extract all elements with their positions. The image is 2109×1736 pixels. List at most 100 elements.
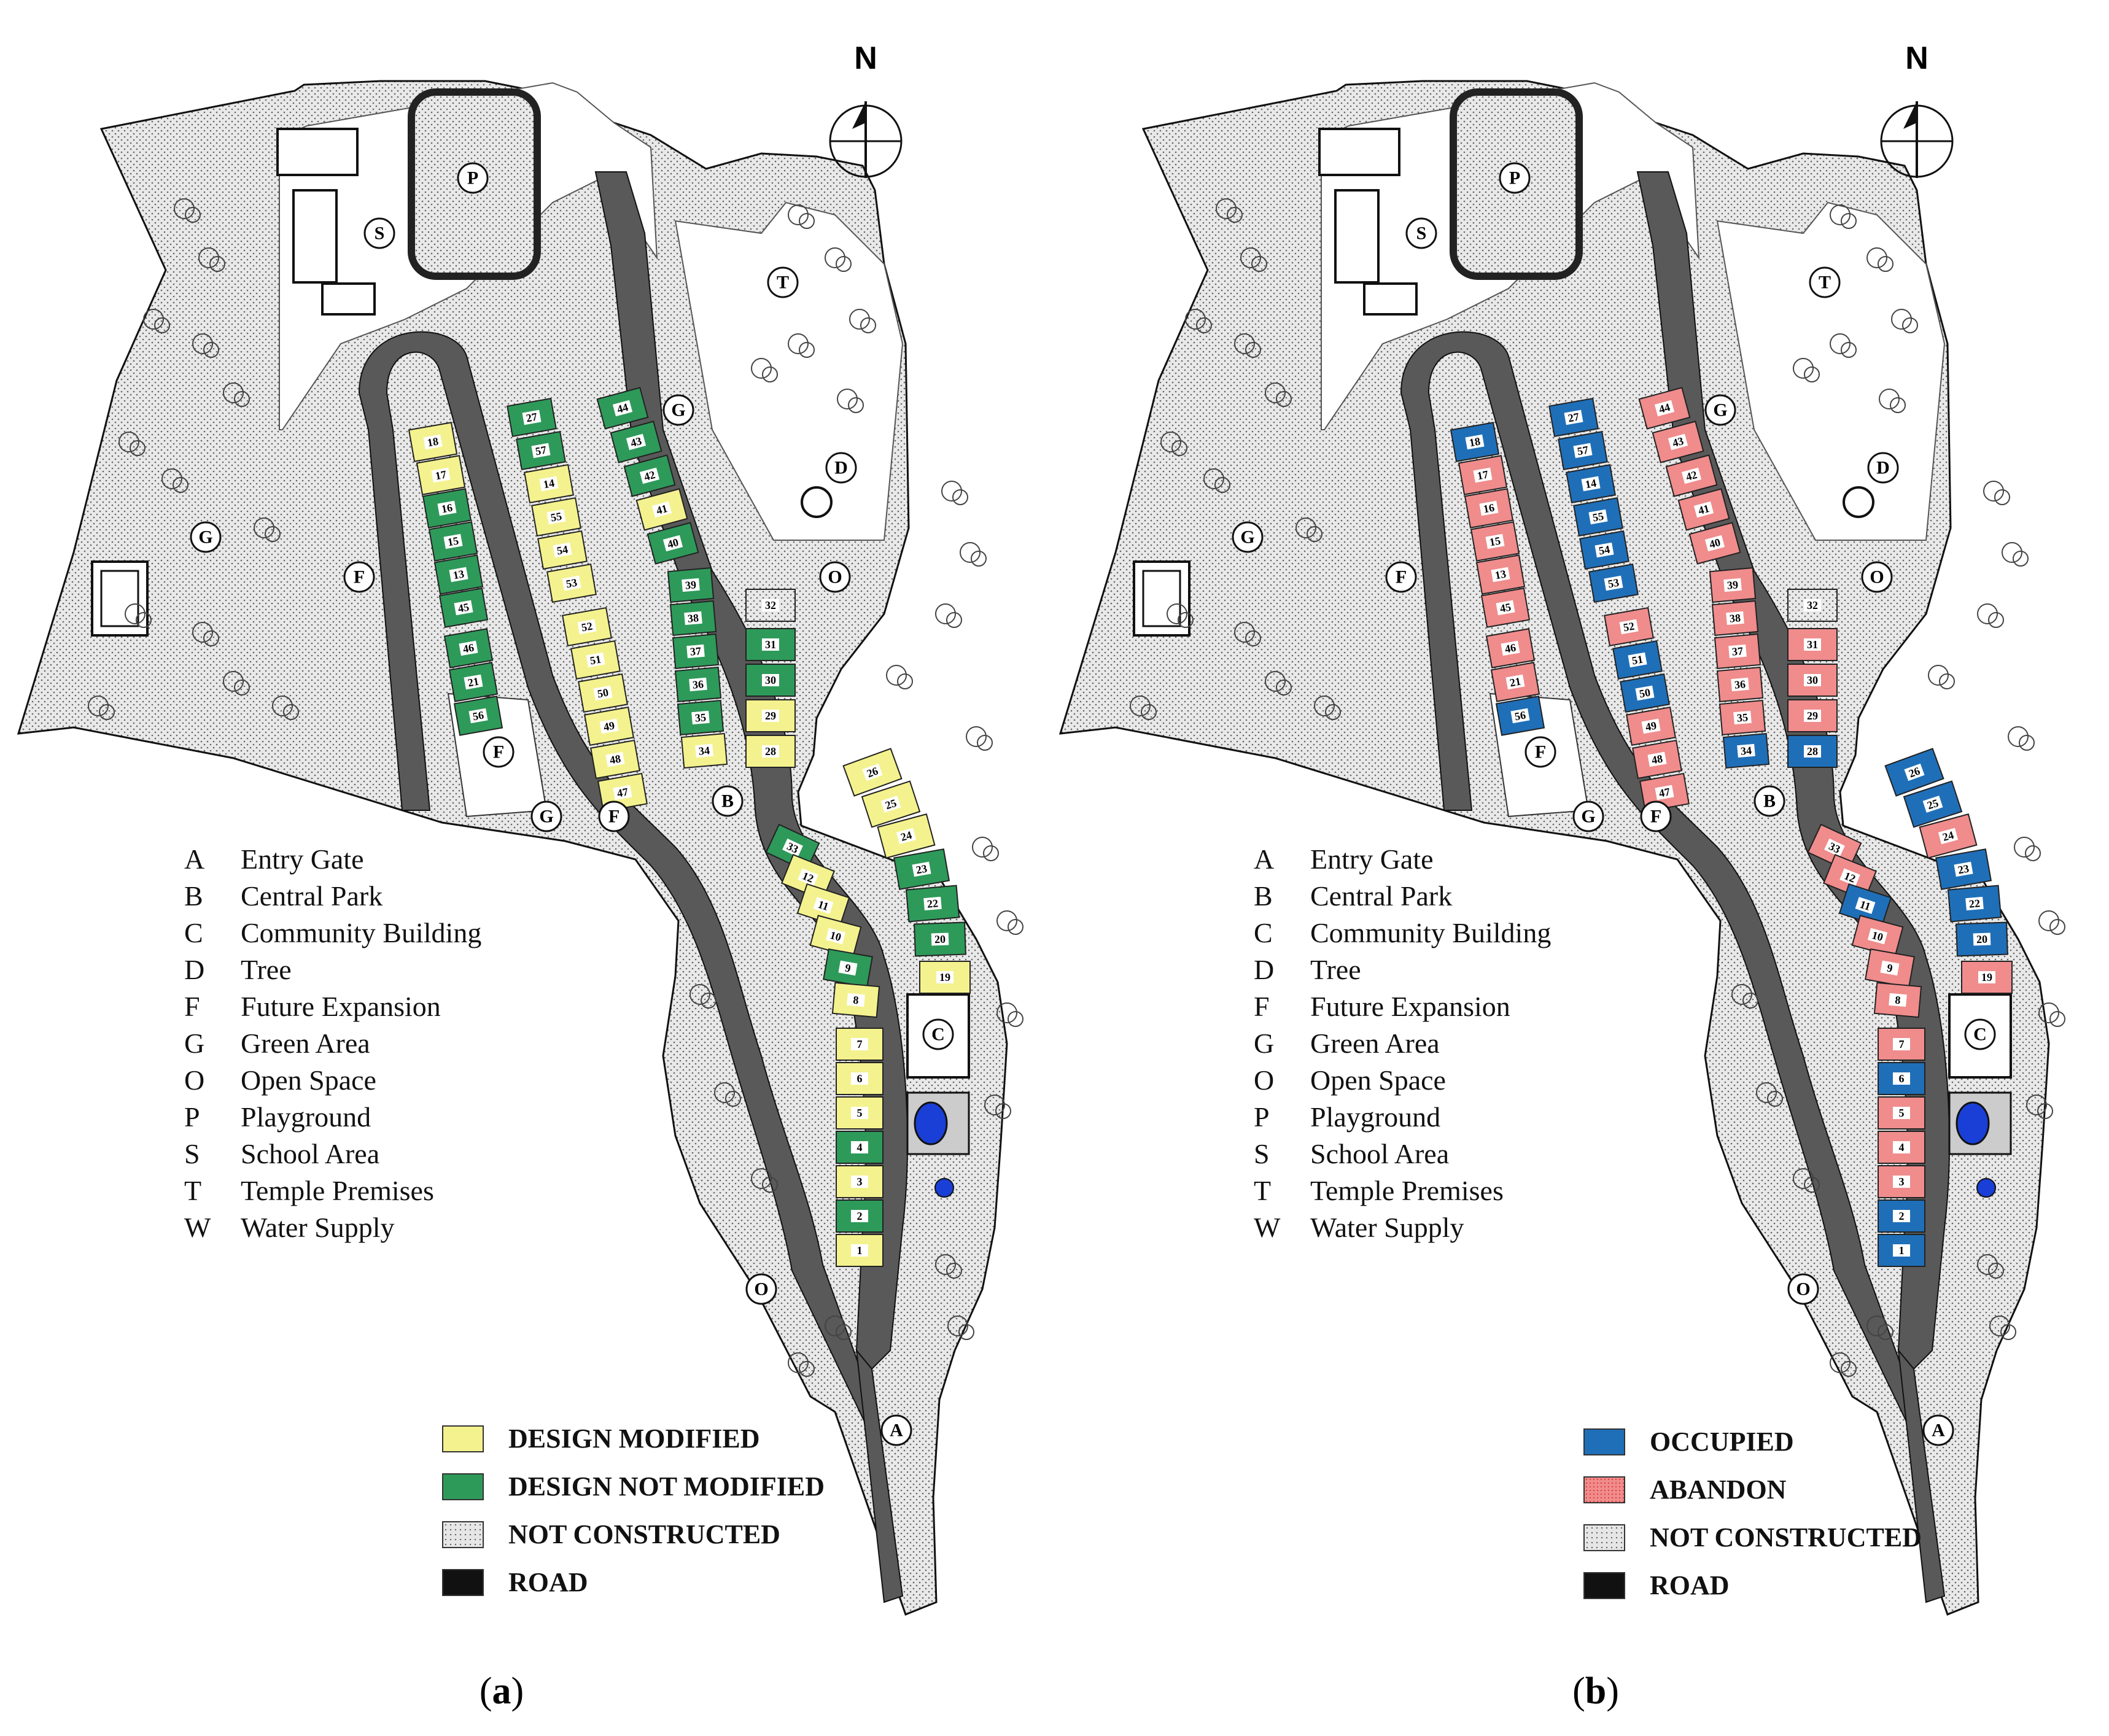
lot-number: 32 — [1807, 599, 1818, 611]
tree-icon — [935, 1254, 956, 1275]
lot-number: 55 — [550, 510, 562, 524]
key-code: T — [184, 1175, 202, 1206]
lot-number: 34 — [698, 744, 710, 757]
map-label: P — [467, 168, 478, 188]
key-name: School Area — [241, 1138, 380, 1169]
map-label-circle — [483, 736, 515, 768]
tree-icon — [941, 481, 962, 502]
map-label: S — [375, 223, 385, 244]
map-label-circle — [880, 1414, 912, 1446]
lot-number: 56 — [1513, 709, 1526, 723]
map-label-circle — [1640, 800, 1672, 832]
lot-number: 27 — [525, 411, 538, 425]
lot-number: 14 — [1584, 477, 1597, 491]
map-label: T — [1819, 273, 1831, 293]
lot-number: 5 — [1899, 1107, 1905, 1119]
north-label: N — [854, 41, 877, 76]
legend-item: NOT CONSTRUCTED — [442, 1511, 825, 1559]
map-label-circle — [457, 162, 489, 194]
lot-number: 21 — [1509, 675, 1521, 689]
tree-icon — [1130, 696, 1151, 716]
tree-icon — [1265, 382, 1286, 403]
tree-icon — [966, 726, 987, 747]
map-label-circle — [1232, 521, 1264, 553]
pool-small — [1976, 1178, 1996, 1198]
lot-number: 50 — [596, 686, 609, 700]
key-name: Temple Premises — [1310, 1175, 1504, 1206]
map-label: O — [754, 1279, 768, 1300]
lot-number: 37 — [689, 645, 702, 657]
lot-number: 13 — [452, 568, 465, 582]
legend-item: DESIGN MODIFIED — [442, 1415, 825, 1463]
map-label-circle — [712, 785, 744, 817]
north-label: N — [1905, 41, 1928, 76]
school-building — [321, 282, 376, 316]
map-label-circle — [767, 266, 799, 298]
lot-number: 38 — [1729, 611, 1741, 624]
map-label: G — [539, 807, 553, 827]
tree-icon — [1977, 603, 1998, 624]
tree-icon — [1983, 481, 2004, 502]
pool — [914, 1101, 948, 1145]
map-label: T — [777, 273, 789, 293]
map-label-circle — [1922, 1414, 1954, 1446]
main-road — [1636, 171, 1951, 1370]
lot-number: 49 — [602, 719, 615, 734]
map-label: O — [828, 567, 842, 587]
lot-number: 53 — [565, 576, 578, 591]
lot-number: 4 — [1899, 1141, 1905, 1153]
map-label-circle — [922, 1018, 954, 1050]
tree-icon — [1234, 333, 1255, 354]
key-code: B — [1254, 880, 1273, 912]
legend-label: ABANDON — [1650, 1474, 1787, 1505]
key-code: O — [184, 1064, 205, 1096]
lot-number: 37 — [1731, 645, 1744, 657]
legend-label: DESIGN NOT MODIFIED — [508, 1471, 825, 1502]
lot-32[interactable] — [1787, 589, 1838, 622]
map-label-circle — [1524, 736, 1556, 768]
key-code: D — [184, 954, 205, 985]
lot-number: 26 — [865, 765, 880, 780]
main-road — [594, 171, 909, 1370]
lot-number: 16 — [1482, 502, 1495, 516]
lot-number: 35 — [1736, 711, 1749, 724]
lot-number: 50 — [1638, 686, 1651, 700]
lot-5[interactable] — [836, 1096, 884, 1130]
lot-number: 52 — [1622, 620, 1635, 634]
lot-19[interactable] — [919, 961, 971, 994]
key-code: P — [184, 1101, 200, 1133]
tree-icon — [788, 204, 809, 225]
key-code: W — [184, 1212, 211, 1243]
lot-number: 19 — [1981, 971, 1992, 983]
lot-number: 23 — [915, 862, 928, 877]
map-label-circle — [1385, 561, 1417, 593]
lot-number: 15 — [446, 535, 459, 549]
legend-label: DESIGN MODIFIED — [508, 1424, 760, 1454]
key-name: Entry Gate — [241, 843, 364, 875]
tree-icon — [1203, 468, 1224, 489]
map-label-circle — [598, 800, 630, 832]
tree-icon — [714, 1082, 735, 1103]
key-code: G — [184, 1028, 205, 1059]
key-name: Community Building — [1310, 917, 1552, 948]
map-label-circle — [1861, 561, 1893, 593]
tree-icon — [2008, 726, 2029, 747]
lot-number: 41 — [655, 502, 669, 517]
key-name: Green Area — [241, 1028, 370, 1059]
map-label: D — [1876, 458, 1890, 478]
map-label-circle — [343, 561, 375, 593]
tree-icon — [2002, 542, 2022, 563]
key-name: Open Space — [1310, 1064, 1446, 1096]
lot-number: 40 — [666, 536, 680, 551]
entry-road — [1897, 1348, 1946, 1603]
